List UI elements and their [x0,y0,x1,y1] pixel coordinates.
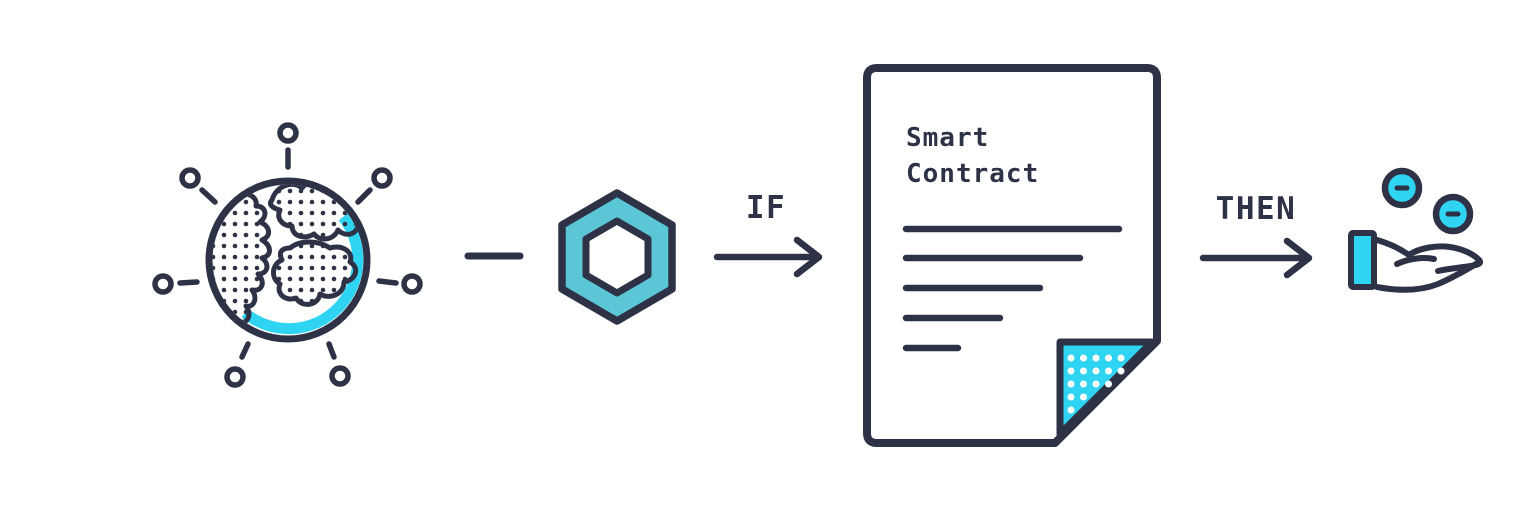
if-label: IF [746,190,786,226]
then-arrow-icon [1199,237,1313,279]
continent-west [212,191,272,336]
open-hand [1374,237,1484,293]
chainlink-hexagon-icon [558,189,676,325]
fold-dots [1067,354,1125,414]
then-connector: THEN [1199,191,1313,279]
coin-minus-icon [1381,167,1423,209]
document-text-lines [902,225,1123,352]
smart-contract-document-icon: Smart Contract [863,64,1161,447]
hexagon-inner [582,217,652,297]
globe-network-icon [152,122,423,388]
hand-cuff [1348,230,1377,290]
globe-accent-arc [241,213,364,335]
hand-receiving-coins-icon [1348,167,1484,293]
continent-south [271,239,359,307]
coin-minus-icon [1432,193,1474,235]
document-title-line1: Smart [906,123,989,153]
then-label: THEN [1216,191,1297,227]
network-node-icons [152,122,423,388]
if-connector: IF [713,190,823,278]
fold-triangle [1056,338,1156,438]
document-title-line2: Contract [906,159,1039,189]
folded-corner [1056,338,1156,438]
if-arrow-icon [713,236,823,278]
